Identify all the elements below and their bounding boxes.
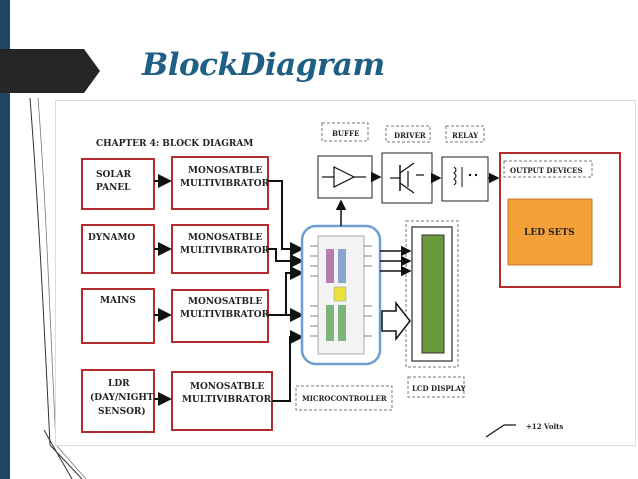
driver-block [381, 152, 433, 204]
multivibrator-label-line: MULTIVIBRATOR [180, 246, 270, 256]
mcu-to-lcd-lines [380, 245, 412, 277]
output-devices-label: OUTPUT DEVICES [510, 166, 583, 175]
chapter-heading: CHAPTER 4: BLOCK DIAGRAM [96, 139, 253, 149]
multivibrator-label-line: MULTIVIBRATOR [180, 179, 270, 189]
decorative-line [43, 429, 73, 479]
source-label-line: MAINS [100, 296, 136, 306]
source-block-ldr: LDR (DAY/NIGHT SENSOR) [81, 369, 155, 433]
relay-block [441, 156, 489, 202]
lcd-display-block [405, 220, 459, 368]
buffer-label: BUFFE [332, 129, 359, 138]
supply-voltage-label: +12 Volts [526, 422, 563, 431]
microcontroller-label: MICROCONTROLLER [302, 394, 387, 403]
lcd-display-label-box: LCD DISPLAY [407, 376, 467, 398]
mcu-to-lcd-bus-arrow [381, 300, 411, 342]
driver-label: DRIVER [394, 131, 426, 140]
lcd-display-label: LCD DISPLAY [412, 384, 467, 393]
driver-label-box: DRIVER [385, 125, 431, 143]
buffer-block [317, 155, 373, 199]
block-diagram-figure: CHAPTER 4: BLOCK DIAGRAM SOLAR PANEL DYN… [56, 101, 635, 445]
power-supply-symbol: +12 Volts [485, 422, 563, 438]
multivibrator-block: MONOSATBLE MULTIVIBRATOR [171, 289, 270, 343]
source-label-line: PANEL [96, 183, 131, 193]
microcontroller-block [300, 224, 382, 366]
multivibrator-label-line: MONOSATBLE [190, 382, 264, 392]
left-accent-bar [0, 0, 10, 479]
multivibrator-label-line: MONOSATBLE [188, 233, 262, 243]
decorative-line [37, 97, 87, 479]
source-label-line: (DAY/NIGHT [90, 392, 154, 403]
slide-decoration [0, 49, 100, 479]
source-block-mains: MAINS [81, 288, 155, 344]
source-block-dynamo: DYNAMO [81, 224, 155, 274]
multivibrator-label-line: MULTIVIBRATOR [180, 310, 270, 320]
source-label-line: DYNAMO [88, 233, 135, 243]
buffer-label-box: BUFFE [321, 122, 369, 142]
relay-label: RELAY [452, 131, 479, 140]
source-label-line: SENSOR) [98, 406, 146, 417]
title-arrow-shape [0, 49, 100, 93]
multivibrator-block: MONOSATBLE MULTIVIBRATOR [171, 371, 273, 431]
multivibrator-block: MONOSATBLE MULTIVIBRATOR [171, 156, 270, 210]
relay-label-box: RELAY [445, 125, 485, 143]
multivibrator-block: MONOSATBLE MULTIVIBRATOR [171, 224, 270, 274]
source-label-line: SOLAR [96, 170, 132, 180]
output-devices-block: OUTPUT DEVICES LED SETS [499, 152, 621, 288]
multivibrator-label-line: MULTIVIBRATOR [182, 395, 272, 405]
multivibrator-label-line: MONOSATBLE [188, 297, 262, 307]
decorative-line [29, 97, 83, 479]
multivibrator-connections [268, 180, 304, 402]
source-connections [154, 174, 172, 406]
microcontroller-label-box: MICROCONTROLLER [295, 385, 393, 411]
slide-title: BlockDiagram [142, 47, 385, 83]
source-label-line: LDR [108, 379, 130, 389]
source-block-solar-panel: SOLAR PANEL [81, 158, 155, 210]
multivibrator-label-line: MONOSATBLE [188, 166, 262, 176]
led-sets-label: LED SETS [524, 228, 575, 238]
